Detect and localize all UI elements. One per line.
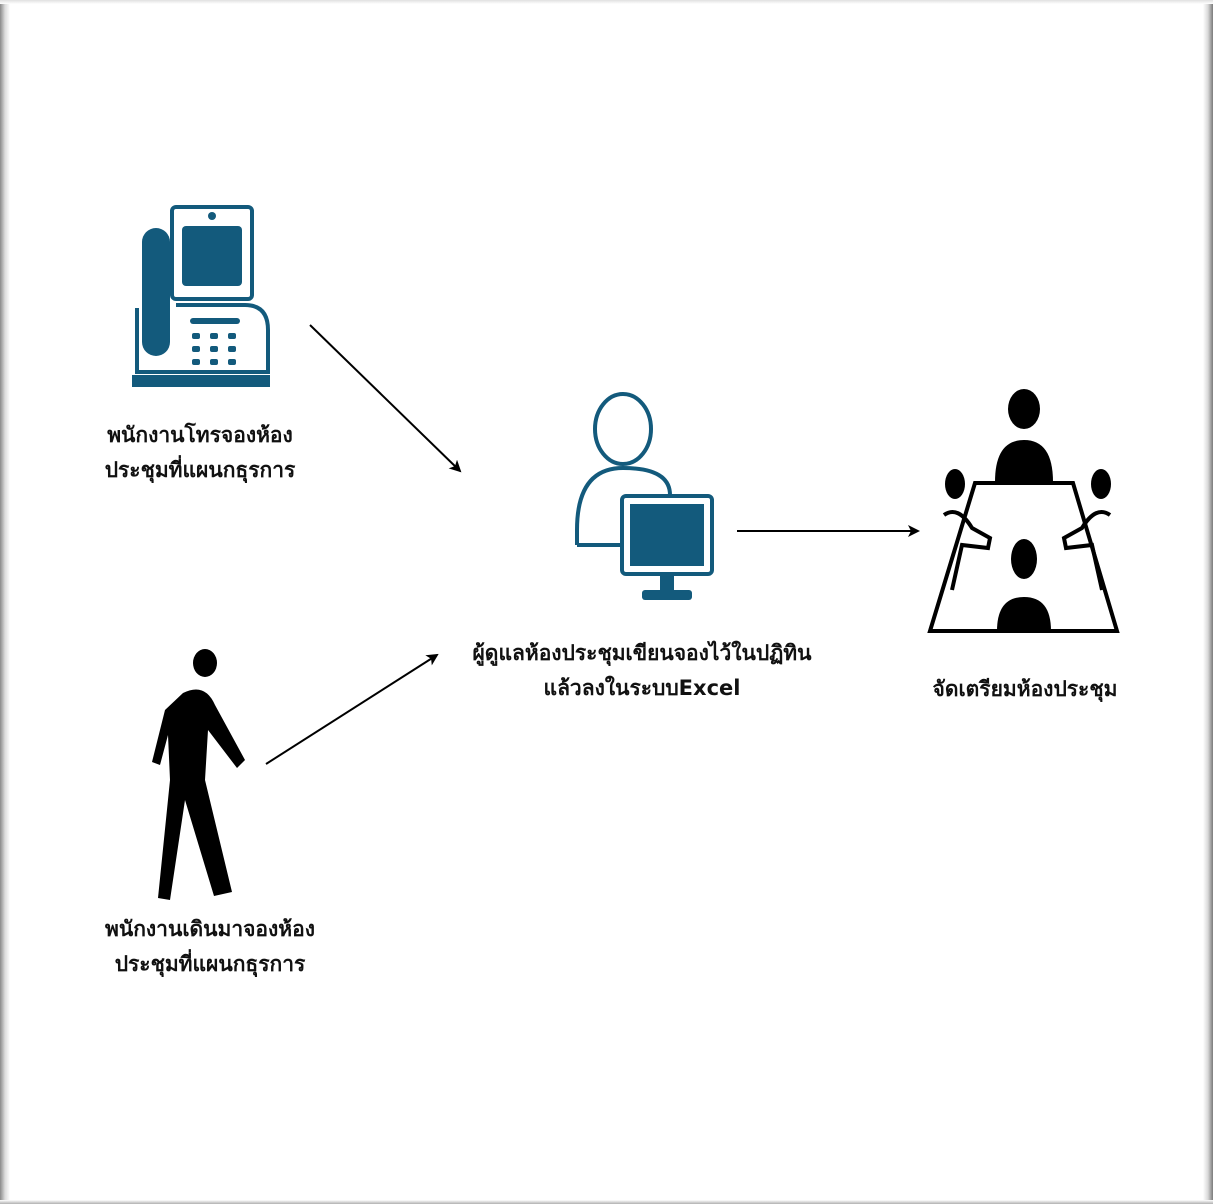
admin-record-label: ผู้ดูแลห้องประชุมเขียนจองไว้ในปฏิทิน แล้… [462, 636, 822, 706]
phone-booking-line2: ประชุมที่แผนกธุรการ [104, 458, 296, 482]
arrow-phone-to-admin [309, 324, 462, 473]
prepare-room-label: จัดเตรียมห้องประชุม [920, 672, 1130, 707]
person-computer-icon [575, 392, 714, 600]
walkin-booking-line2: ประชุมที่แผนกธุรการ [114, 952, 306, 976]
prepare-room-line1: จัดเตรียมห้องประชุม [932, 677, 1118, 701]
walkin-booking-label: พนักงานเดินมาจองห้อง ประชุมที่แผนกธุรการ [80, 912, 340, 982]
arrow-walk-to-admin [265, 653, 439, 765]
frame-shadow-left [0, 0, 10, 1204]
frame-shadow-bottom [0, 1200, 1213, 1204]
admin-record-line2: แล้วลงในระบบExcel [543, 676, 741, 700]
frame-shadow-right [1203, 0, 1213, 1204]
desk-phone-icon [132, 205, 270, 387]
phone-booking-line1: พนักงานโทรจองห้อง [107, 423, 293, 447]
frame-shadow-top [0, 0, 1213, 4]
walkin-booking-line1: พนักงานเดินมาจองห้อง [105, 917, 315, 941]
admin-record-line1: ผู้ดูแลห้องประชุมเขียนจองไว้ในปฏิทิน [472, 641, 812, 665]
meeting-room-icon [927, 389, 1120, 633]
phone-booking-label: พนักงานโทรจองห้อง ประชุมที่แผนกธุรการ [80, 418, 320, 488]
walking-person-icon [152, 649, 245, 900]
